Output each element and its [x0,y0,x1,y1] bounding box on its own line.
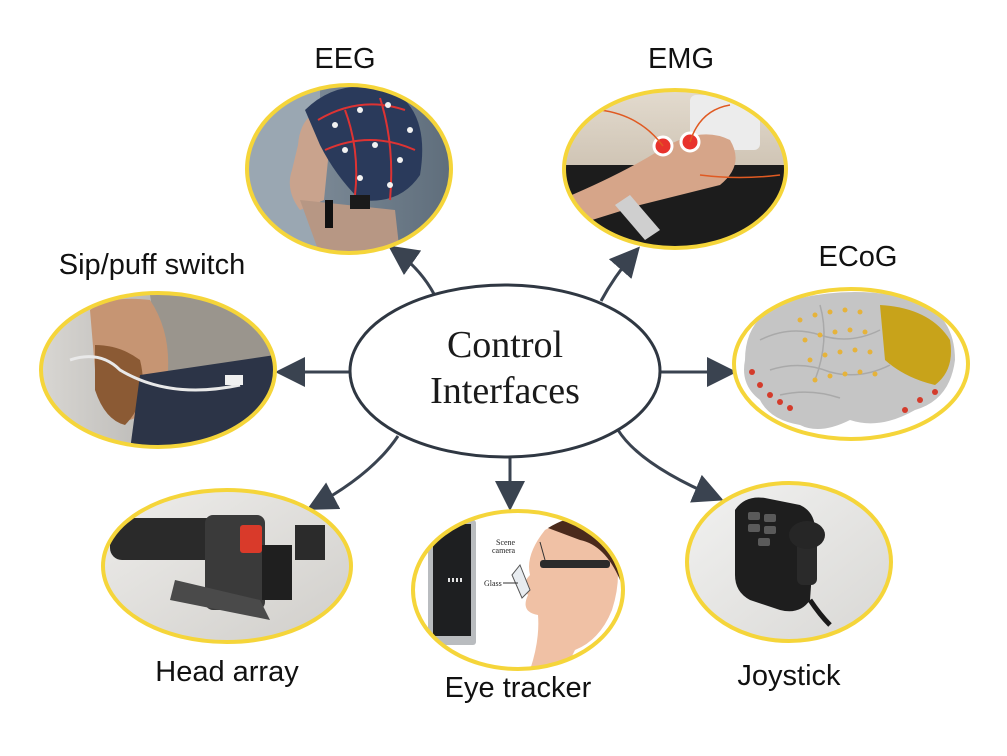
center-title-line1: Control [446,324,564,366]
arrow-to-eeg [388,245,436,295]
label-head-array: Head array [155,656,299,688]
ecog-frame [732,287,970,441]
joystick-frame [685,481,893,643]
emg-image [564,90,786,248]
scene-camera-callout-2: camera [492,546,516,555]
center-title-line2: Interfaces [430,370,580,412]
head-array-image [103,490,351,642]
arrows [275,245,737,511]
label-joystick: Joystick [737,660,841,692]
eye-tracker-image [413,511,623,669]
ecog-image [734,289,968,439]
glass-callout: Glass [484,579,502,588]
sip-puff-frame [39,291,277,449]
arrow-to-head-array [306,435,400,510]
head-array-frame [101,488,353,644]
emg-frame [562,88,788,250]
label-emg: EMG [647,43,715,75]
eeg-image [247,85,451,253]
center-title: Control Interfaces [430,322,580,414]
joystick-image [687,483,891,641]
label-sip-puff-switch: Sip/puff switch [58,249,246,281]
eye-tracker-frame [411,509,625,671]
label-eye-tracker: Eye tracker [444,672,592,704]
center-ellipse [348,283,662,459]
eeg-frame [245,83,453,255]
arrow-to-emg [599,246,640,302]
scene-camera-callout-1: Scene [496,538,516,547]
label-ecog: ECoG [818,241,898,273]
label-eeg: EEG [314,43,376,75]
arrow-to-joystick [616,429,724,503]
